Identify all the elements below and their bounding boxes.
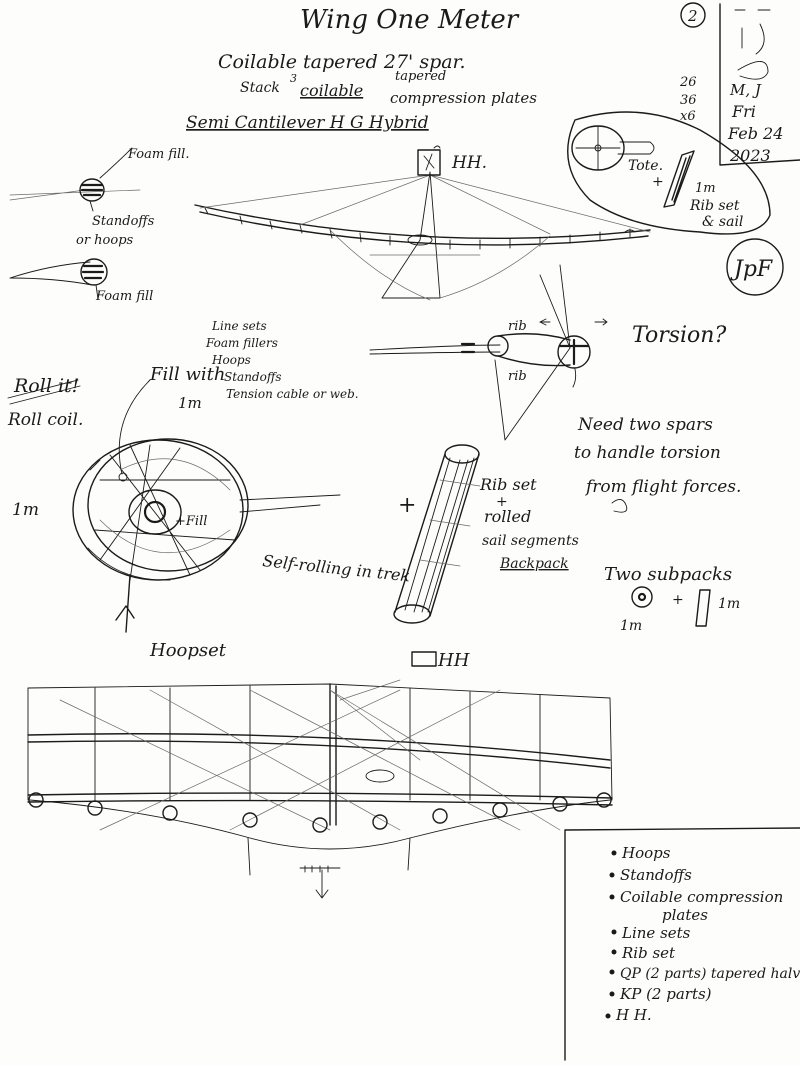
note-roll-it: Roll it! <box>13 375 79 397</box>
header-line-2-coilable: coilable <box>300 81 363 100</box>
parts-list: Hoops Standoffs Coilable compression pla… <box>564 827 800 1061</box>
note-rib-set-3: rolled <box>484 507 531 526</box>
note-and-sail: & sail <box>702 214 743 230</box>
note-rib-set-1: Rib set <box>479 475 537 494</box>
note-foam-fill-bottom: Foam fill <box>95 289 153 304</box>
fill-item-5: Tension cable or web. <box>226 387 359 401</box>
note-subpack-1m-b: 1m <box>718 596 740 612</box>
rib-set-tube <box>393 444 481 624</box>
hoop-sketch-bottom <box>9 258 108 300</box>
header-line-2-tapered: tapered <box>395 69 446 84</box>
note-tote-1m: 1m <box>695 181 716 196</box>
note-1m-fill: 1m <box>178 394 202 412</box>
parts-item-3: Coilable compression <box>620 888 783 906</box>
parts-item-7: KP (2 parts) <box>619 985 712 1003</box>
date-day: Fri <box>731 102 756 121</box>
hoop-sketch-top <box>9 147 141 212</box>
note-hh-bottom: HH <box>437 650 470 671</box>
note-two-subpacks: Two subpacks <box>604 564 732 585</box>
note-fill-with: Fill with <box>149 364 225 385</box>
subpack-sketch <box>631 586 711 627</box>
bottom-wing-sketch <box>27 651 613 899</box>
note-standoffs: Standoffs <box>92 214 155 229</box>
header-line-2-sup: 3 <box>290 72 297 85</box>
roll-it-underline <box>7 379 81 405</box>
note-need-two-spars-3: from flight forces. <box>584 477 741 497</box>
signature-mark <box>726 238 784 296</box>
note-hh-top: HH. <box>451 153 487 173</box>
note-plus-mid: + <box>398 493 416 518</box>
note-tote: Tote. <box>628 158 663 174</box>
date-initials: M, J <box>729 81 762 99</box>
parts-item-4: Line sets <box>621 924 691 942</box>
note-rib-set-2: + <box>496 494 508 510</box>
header-line-3: Semi Cantilever H G Hybrid <box>186 113 429 133</box>
number-2: 36 <box>680 93 697 108</box>
parts-item-8: H H. <box>615 1006 652 1024</box>
number-3: x6 <box>680 109 696 124</box>
note-hoopset: Hoopset <box>149 640 227 661</box>
tote-bubble <box>567 111 771 235</box>
signature: JpF <box>730 257 773 282</box>
note-rib-arrow: rib <box>508 319 527 334</box>
date-date: Feb 24 <box>727 124 783 143</box>
note-rib-set-4: sail segments <box>482 533 579 549</box>
fill-item-4: Standoffs <box>224 370 282 384</box>
header-line-1: Coilable tapered 27' spar. <box>218 51 466 73</box>
parts-item-1: Hoops <box>621 844 671 862</box>
parts-item-3b: plates <box>662 906 708 924</box>
note-self-rolling: Self-rolling in trek <box>262 551 412 585</box>
top-wing-sketch <box>194 145 651 301</box>
date-year: 2023 <box>729 146 771 165</box>
note-rib-lower: rib <box>508 369 527 384</box>
torsion-sketch <box>369 264 608 441</box>
fill-item-2: Foam fillers <box>205 336 278 350</box>
note-need-two-spars-2: to handle torsion <box>574 443 721 463</box>
note-backpack: Backpack <box>499 556 569 572</box>
note-tote-plus: + <box>652 174 664 190</box>
note-torsion: Torsion? <box>632 323 726 348</box>
number-1: 26 <box>679 75 697 90</box>
fill-item-3: Hoops <box>211 353 251 367</box>
coil-wheel-sketch <box>72 438 341 633</box>
note-rib-set-sail: Rib set <box>689 198 740 214</box>
note-1m-left: 1m <box>12 500 39 520</box>
fill-arrow <box>118 379 151 475</box>
header-line-2-prefix: Stack <box>240 80 280 96</box>
page-title: Wing One Meter <box>300 5 520 35</box>
alpha-mark <box>611 499 628 513</box>
note-subpack-1m-a: 1m <box>620 618 642 634</box>
parts-item-6: QP (2 parts) tapered halves <box>620 966 800 982</box>
note-foam-fill-top: Foam fill. <box>127 147 189 162</box>
header-line-2-plates: compression plates <box>390 89 537 107</box>
page-number: 2 <box>687 7 698 25</box>
note-or-hoops: or hoops <box>76 233 134 248</box>
header-line-2: Stack 3 coilable tapered compression pla… <box>240 69 537 107</box>
note-subpack-plus: + <box>672 592 684 608</box>
parts-item-2: Standoffs <box>620 866 692 884</box>
note-roll-coil: Roll coil. <box>7 410 83 430</box>
note-plus-fill: +Fill <box>175 514 207 529</box>
parts-item-5: Rib set <box>621 944 676 962</box>
page-number-circle <box>680 2 706 28</box>
date-box: M, J Fri Feb 24 2023 <box>719 3 800 166</box>
fill-item-1: Line sets <box>211 319 267 333</box>
note-need-two-spars-1: Need two spars <box>577 415 713 435</box>
